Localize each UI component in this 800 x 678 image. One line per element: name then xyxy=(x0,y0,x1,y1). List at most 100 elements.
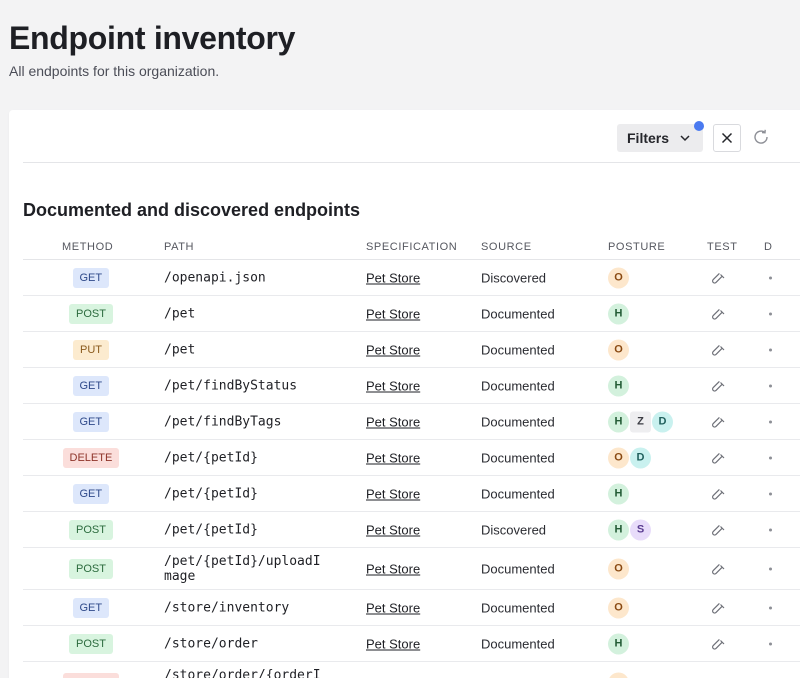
source-text: Documented xyxy=(481,561,555,576)
test-tube-icon[interactable] xyxy=(711,415,725,429)
truncated-column-marker xyxy=(769,384,772,387)
source-text: Documented xyxy=(481,342,555,357)
test-tube-icon[interactable] xyxy=(711,307,725,321)
specification-link[interactable]: Pet Store xyxy=(366,486,421,501)
filters-button[interactable]: Filters xyxy=(617,124,703,152)
endpoints-table: METHOD PATH SPECIFICATION SOURCE POSTURE… xyxy=(23,234,800,678)
posture-badges: O xyxy=(608,558,630,579)
page-title: Endpoint inventory xyxy=(9,20,296,56)
posture-badge[interactable]: O xyxy=(608,339,629,360)
endpoint-path: /pet/{petId}/uploadImage xyxy=(164,553,321,584)
endpoint-path: /pet/{petId} xyxy=(164,486,258,501)
specification-link[interactable]: Pet Store xyxy=(366,270,421,285)
posture-badge[interactable]: D xyxy=(652,411,673,432)
posture-badge[interactable]: D xyxy=(630,447,651,468)
column-header-path[interactable]: PATH xyxy=(164,241,195,253)
refresh-icon xyxy=(754,129,768,144)
test-tube-icon[interactable] xyxy=(711,637,725,651)
clear-filters-button[interactable] xyxy=(713,124,741,152)
specification-link[interactable]: Pet Store xyxy=(366,600,421,615)
section-title: Documented and discovered endpoints xyxy=(23,200,361,220)
specification-link[interactable]: Pet Store xyxy=(366,561,421,576)
chevron-down-icon xyxy=(680,135,690,142)
truncated-column-marker xyxy=(769,276,772,279)
posture-badges: H xyxy=(608,483,630,504)
table-row[interactable]: DELETE/store/order/{orderId}Pet StoreDoc… xyxy=(23,662,800,678)
source-text: Documented xyxy=(481,636,555,651)
active-filter-indicator xyxy=(694,121,704,131)
table-row[interactable]: GET/store/inventory Pet Store Documented O xyxy=(23,590,800,626)
specification-link[interactable]: Pet Store xyxy=(366,522,421,537)
column-header-posture[interactable]: POSTURE xyxy=(608,241,666,253)
posture-badge[interactable]: O xyxy=(608,447,629,468)
specification-link[interactable]: Pet Store xyxy=(366,306,421,321)
column-header-test[interactable]: TEST xyxy=(707,241,738,253)
posture-badge[interactable]: Z xyxy=(630,411,651,432)
refresh-button[interactable] xyxy=(750,126,772,148)
column-header-method[interactable]: METHOD xyxy=(62,241,114,253)
source-text: Documented xyxy=(481,675,555,678)
source-text: Documented xyxy=(481,600,555,615)
specification-link[interactable]: Pet Store xyxy=(366,675,420,678)
posture-badge[interactable]: S xyxy=(630,519,651,540)
truncated-column-marker xyxy=(769,456,772,459)
posture-badge[interactable]: H xyxy=(608,633,629,654)
posture-badges: H xyxy=(608,303,630,324)
truncated-column-marker xyxy=(769,348,772,351)
method-badge: GET xyxy=(72,375,110,396)
posture-badge[interactable]: H xyxy=(608,519,629,540)
posture-badge[interactable]: O xyxy=(608,597,629,618)
specification-link[interactable]: Pet Store xyxy=(366,342,421,357)
column-header-truncated[interactable]: D xyxy=(764,241,772,253)
truncated-column-marker xyxy=(769,312,772,315)
test-tube-icon[interactable] xyxy=(711,523,725,537)
endpoints-card: Filters Documented and discovered endpoi… xyxy=(9,110,800,678)
specification-link[interactable]: Pet Store xyxy=(366,414,421,429)
page-subtitle: All endpoints for this organization. xyxy=(9,63,220,79)
posture-badges: O xyxy=(608,672,630,678)
posture-badge[interactable]: H xyxy=(608,411,629,432)
endpoint-path: /pet/findByTags xyxy=(164,414,282,429)
endpoint-path: /pet xyxy=(164,342,196,357)
test-tube-icon[interactable] xyxy=(711,601,725,615)
method-badge: POST xyxy=(69,519,113,540)
specification-link[interactable]: Pet Store xyxy=(366,378,421,393)
posture-badge[interactable]: O xyxy=(608,672,629,678)
endpoint-path: /store/inventory xyxy=(164,600,290,615)
posture-badge[interactable]: H xyxy=(608,483,629,504)
test-tube-icon[interactable] xyxy=(711,451,725,465)
specification-link[interactable]: Pet Store xyxy=(366,450,421,465)
test-tube-icon[interactable] xyxy=(711,343,725,357)
test-tube-icon[interactable] xyxy=(711,379,725,393)
posture-badge[interactable]: H xyxy=(608,303,629,324)
method-badge: POST xyxy=(69,633,113,654)
truncated-column-marker xyxy=(769,492,772,495)
table-header: METHOD PATH SPECIFICATION SOURCE POSTURE… xyxy=(23,234,800,260)
posture-badge[interactable]: O xyxy=(608,558,629,579)
column-header-source[interactable]: SOURCE xyxy=(481,241,532,253)
test-tube-icon[interactable] xyxy=(711,271,725,285)
posture-badge[interactable]: O xyxy=(608,267,629,288)
method-badge: GET xyxy=(72,597,110,618)
test-tube-icon[interactable] xyxy=(711,487,725,501)
source-text: Documented xyxy=(481,414,555,429)
posture-badge[interactable]: H xyxy=(608,375,629,396)
test-tube-icon[interactable] xyxy=(711,562,725,576)
source-text: Documented xyxy=(481,306,555,321)
column-header-specification[interactable]: SPECIFICATION xyxy=(366,241,458,253)
source-text: Discovered xyxy=(481,522,547,537)
specification-link[interactable]: Pet Store xyxy=(366,636,421,651)
